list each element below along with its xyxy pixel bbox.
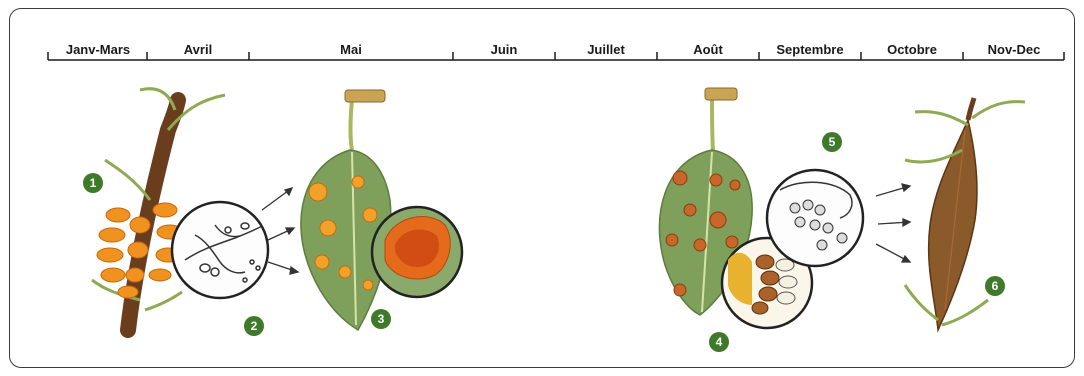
- month-aout: Août: [658, 42, 758, 57]
- spore-release-magnifier: [767, 170, 863, 266]
- stage-badge-6: 6: [985, 276, 1005, 296]
- month-mai: Mai: [250, 42, 452, 57]
- stage-badge-3: 3: [371, 309, 391, 329]
- aecia-magnifier: [372, 207, 462, 297]
- month-juin: Juin: [454, 42, 554, 57]
- month-avril: Avril: [148, 42, 248, 57]
- month-septembre: Septembre: [760, 42, 860, 57]
- month-octobre: Octobre: [862, 42, 962, 57]
- stage-badge-1: 1: [83, 173, 103, 193]
- pear-leaf-spotted: [301, 90, 391, 330]
- stage-badge-5: 5: [822, 132, 842, 152]
- month-nov-dec: Nov-Dec: [964, 42, 1064, 57]
- stage-badge-2: 2: [244, 316, 264, 336]
- juniper-branch-swollen: [905, 98, 1025, 330]
- month-janv-mars: Janv-Mars: [50, 42, 146, 57]
- arrows-to-juniper: [876, 184, 910, 262]
- stage-badge-4: 4: [709, 332, 729, 352]
- basidiospore-magnifier: [172, 202, 268, 298]
- month-juillet: Juillet: [556, 42, 656, 57]
